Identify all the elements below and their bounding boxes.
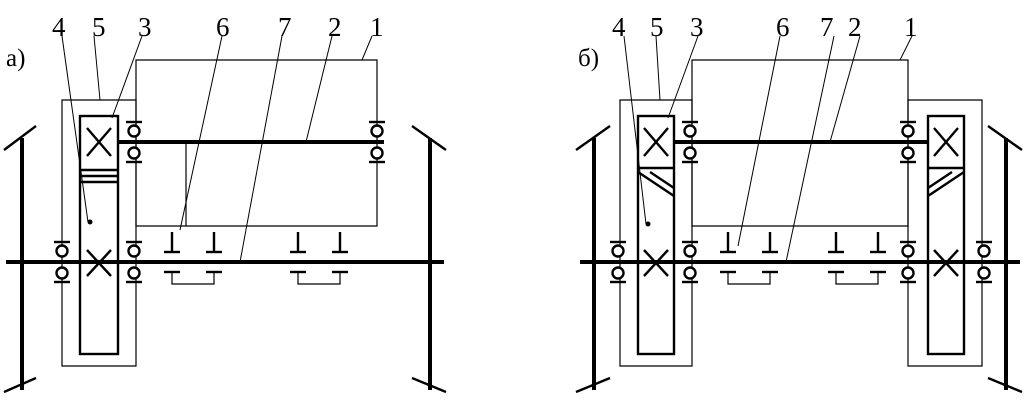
coupling-right [290, 232, 348, 285]
panel-b: б) [575, 12, 1023, 394]
callout-6: 6 [216, 12, 230, 42]
callout-1: 1 [370, 12, 384, 42]
callout-2: 2 [848, 12, 862, 42]
gear-case [78, 114, 120, 356]
panel-label: а) [6, 45, 25, 72]
callout-3: 3 [138, 12, 152, 42]
callout-6: 6 [776, 12, 790, 42]
frame-left [575, 125, 611, 394]
frame-left [3, 125, 37, 394]
callout-1: 1 [904, 12, 918, 42]
coupling-left [720, 232, 778, 285]
panel-label: б) [578, 45, 599, 72]
gear-housing-left [619, 99, 693, 367]
gear-cross-top [86, 127, 112, 157]
coupling-right [828, 232, 886, 285]
callout-4: 4 [612, 12, 626, 42]
panel-a: а) [3, 12, 447, 394]
callout-5: 5 [650, 12, 664, 42]
frame-right [987, 125, 1023, 394]
callout-5: 5 [92, 12, 106, 42]
callout-7: 7 [820, 12, 834, 42]
gear-case-right [926, 114, 966, 356]
gear-case-left [636, 114, 676, 356]
gear-housing [61, 99, 137, 367]
coupling-left [164, 232, 222, 285]
callout-7: 7 [278, 12, 292, 42]
frame-right [411, 125, 447, 394]
callout-4: 4 [52, 12, 66, 42]
callout-2: 2 [328, 12, 342, 42]
callout-3: 3 [690, 12, 704, 42]
